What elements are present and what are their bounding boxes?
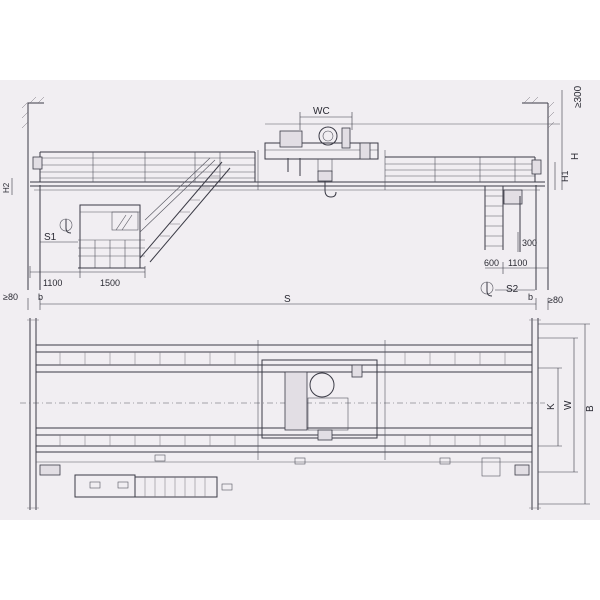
dim-1100-right: 1100 [508,258,527,268]
b-right-label: b [528,292,533,302]
dim-1100-left: 1100 [43,278,62,288]
left-railing [32,151,256,182]
right-railing [385,156,542,182]
s1-label: S1 [44,232,57,243]
operator-cab [78,204,145,269]
girder-upper [36,344,532,373]
clearance-300-label: ≥300 [573,85,584,108]
right-ladder [484,186,523,252]
right-hook-symbol [480,281,494,297]
girder-stiffeners [59,352,506,446]
b-total-label: B [585,405,596,412]
left-hook-symbol [59,218,73,234]
elevation-view [11,90,563,310]
h1-label: H1 [560,170,570,182]
crane-drawing: WC ≥300 H H1 H2 S1 1100 1500 300 600 110… [2,85,596,510]
clearance-80-left: ≥80 [3,292,18,302]
girder-joints [257,340,386,460]
clearance-80-right: ≥80 [548,295,563,305]
k-label: K [546,403,557,410]
girder-lower [36,427,532,453]
end-carriage-left [27,318,39,510]
dim-1500: 1500 [100,278,120,288]
s2-label: S2 [506,284,519,295]
left-wall [21,96,45,290]
labels: WC ≥300 H H1 H2 S1 1100 1500 300 600 110… [2,85,596,412]
crane-drawing-sheet: WC ≥300 H H1 H2 S1 1100 1500 300 600 110… [0,80,600,520]
dim-300: 300 [522,238,537,248]
wc-label: WC [313,106,330,117]
w-label: W [563,400,574,410]
walkway-plan [36,454,532,477]
plan-view [20,318,590,510]
trolley-plan [261,359,378,441]
dimensions-elevation [11,90,563,310]
end-carriage-right [529,318,541,510]
span-s-label: S [284,294,291,305]
cab-plan [74,474,233,498]
b-left-label: b [38,292,43,302]
dim-600: 600 [484,258,499,268]
dimensions-plan [538,323,590,505]
trolley [264,126,379,198]
h-label: H [570,153,581,160]
h2-label: H2 [2,182,11,193]
right-wall [522,96,555,290]
left-stairs [139,157,231,263]
